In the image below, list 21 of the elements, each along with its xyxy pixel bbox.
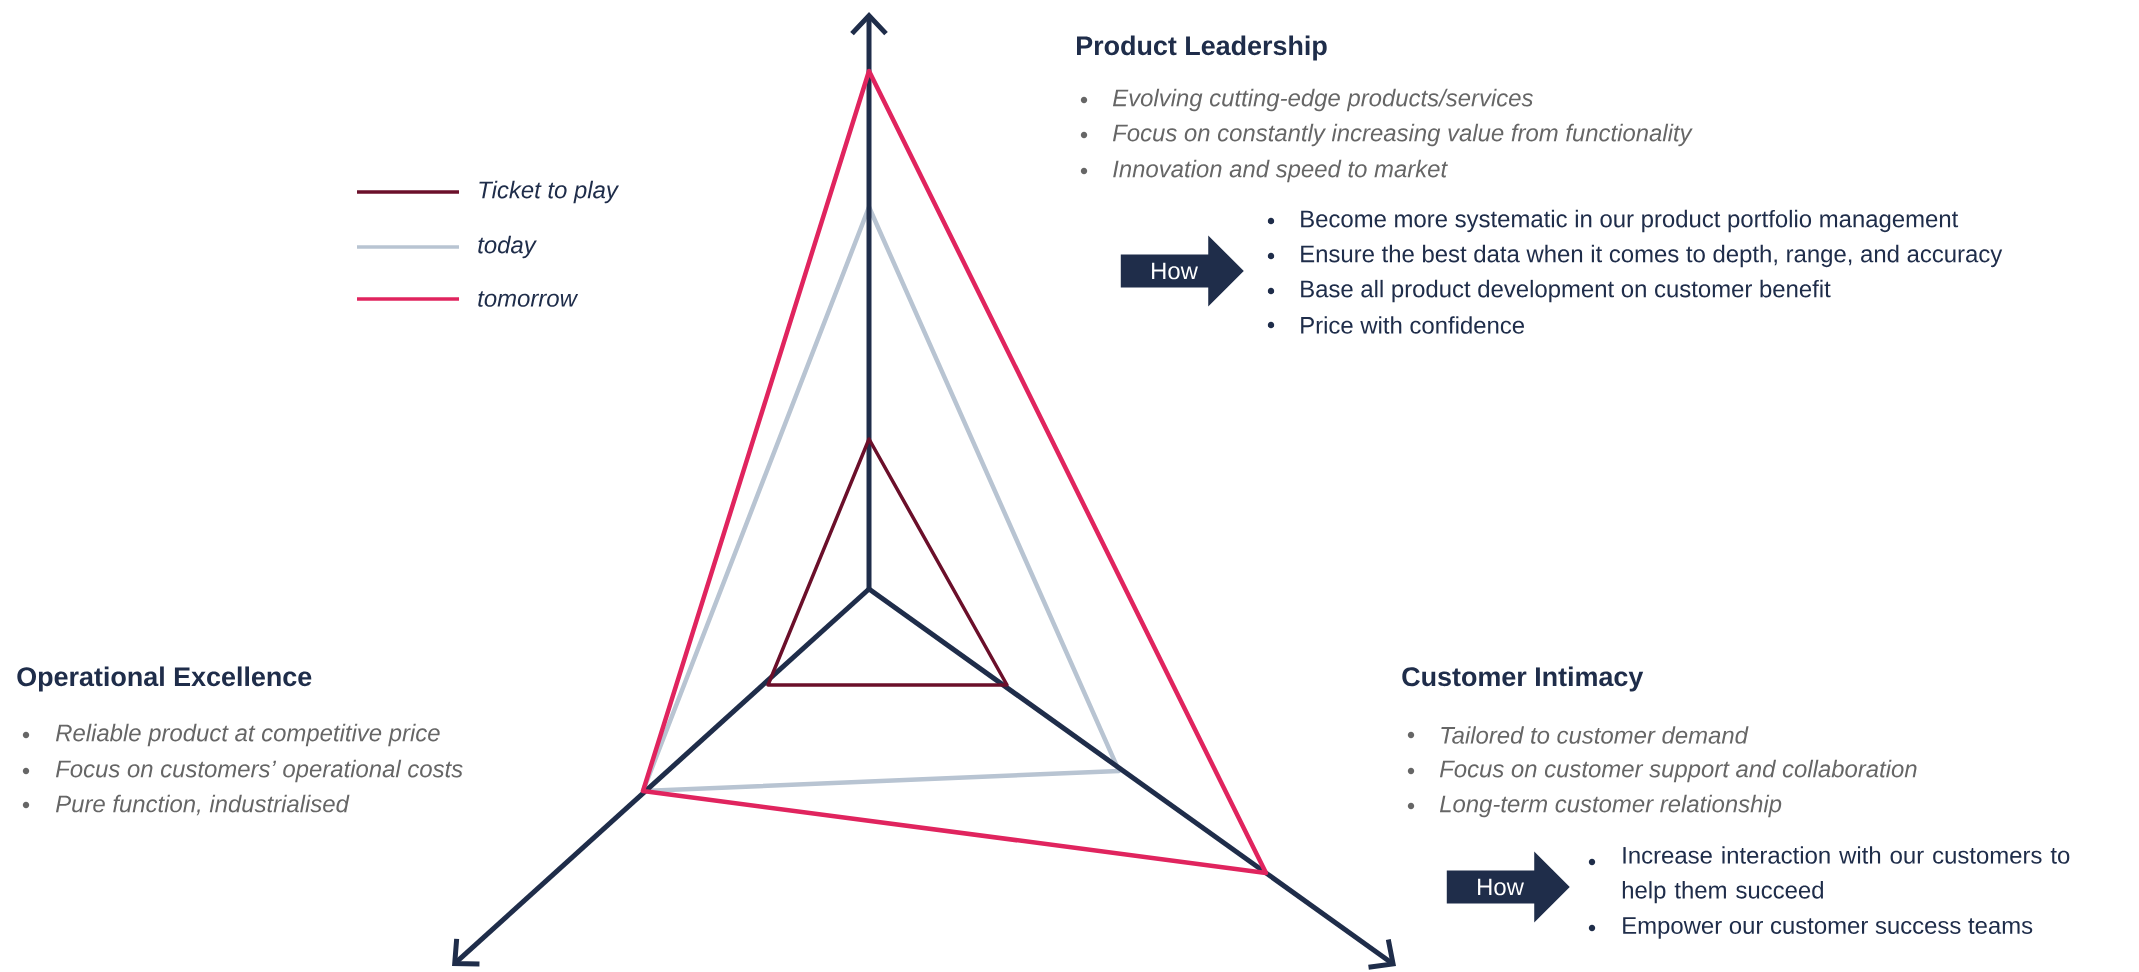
bullet-text: Increase interaction with our customers to help them succeed [1622,846,2070,904]
bullet-text: Evolving cutting-edge products/services [1112,88,1533,112]
bullet-text: Pure function, industrialised [55,794,350,816]
bullet-text: Focus on customers’ operational costs [55,759,463,783]
heading: Customer Intimacy [1402,666,1644,692]
bullet-text: Focus on constantly increasing value from functionality [1112,123,1693,147]
bullet-text: Reliable product at competitive price [55,723,440,747]
bullet-text: Base all product development on customer benefit [1301,279,1831,303]
legend-text: Ticket to play [479,180,620,204]
bullet-text: Long-term customer relationship [1439,794,1782,818]
heading: Operational Excellence [17,666,312,692]
bullet-text: Focus on customer support and collaboration [1439,759,1917,783]
legend-text: tomorrow [478,291,579,307]
legend-text: today [478,235,537,259]
bullet-text: Price with confidence [1301,316,1525,334]
bullet-text: Empower our customer success teams [1623,917,2033,939]
bullet-text: Innovation and speed to market [1113,159,1448,183]
bullet-text: Tailored to customer demand [1441,726,1749,744]
bullet-text: Ensure the best data when it comes to depth, range, and accuracy [1301,244,2003,268]
heading: Product Leadership [1077,35,1327,61]
bullet-text: Become more systematic in our product portfolio management [1301,209,1959,233]
